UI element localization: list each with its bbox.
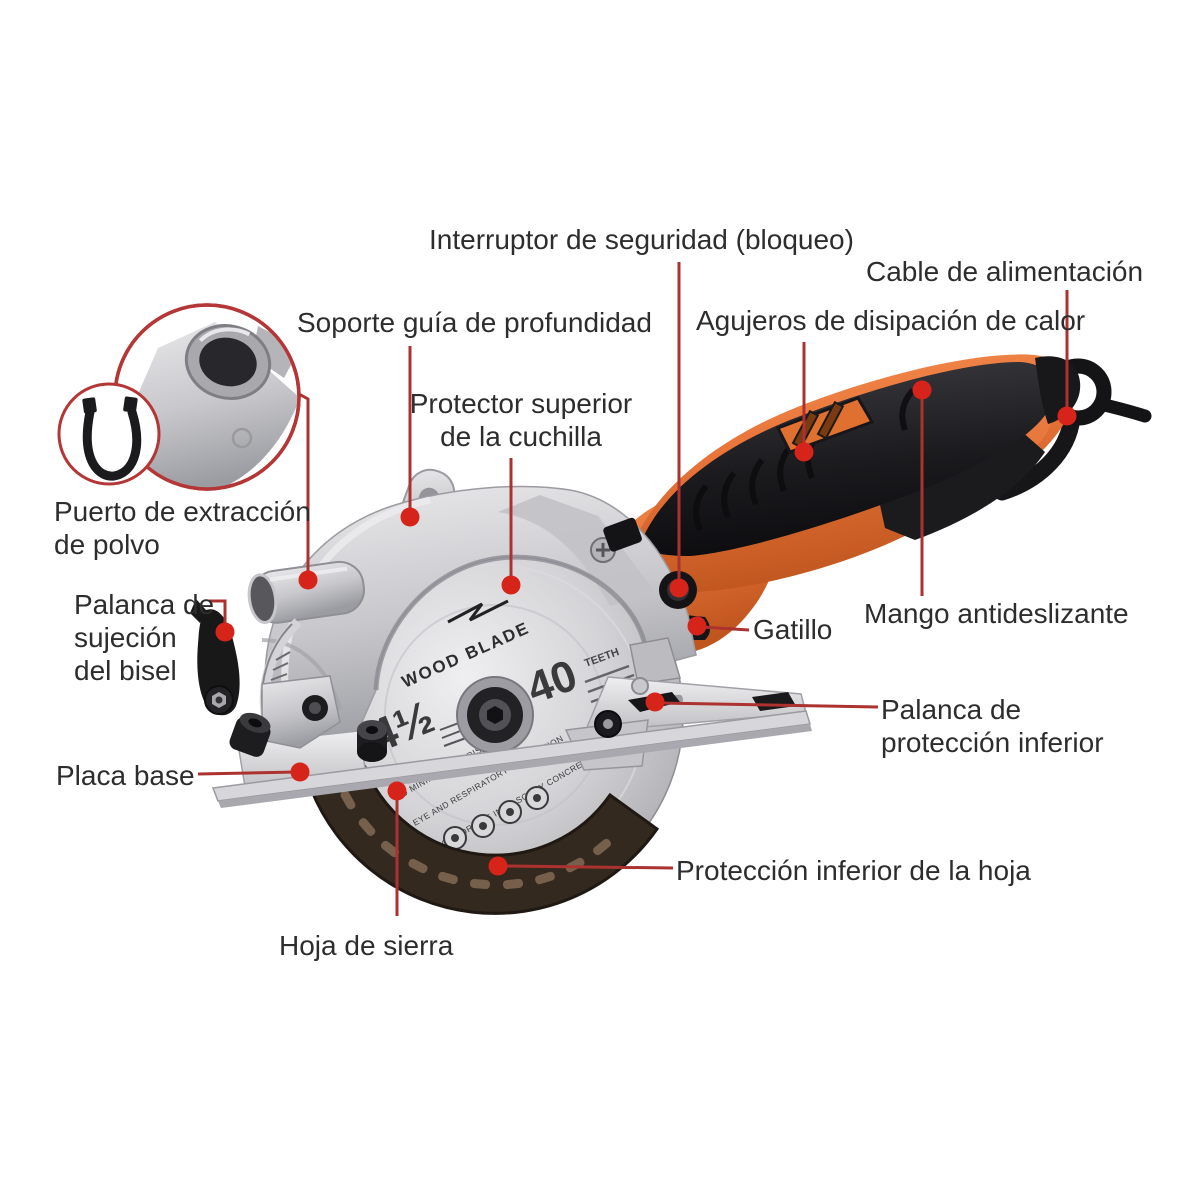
leader-proteccion-inferior	[502, 864, 674, 870]
blade-expansion-mark	[447, 599, 509, 624]
handle-rubber-top	[640, 362, 1055, 556]
leader-puerto	[298, 392, 310, 576]
label-dust-port: Puerto de extracción de polvo	[54, 496, 311, 561]
label-lower-guard: Protección inferior de la hoja	[676, 855, 1031, 886]
depth-lock-knob	[229, 712, 271, 757]
blade-arbor	[456, 676, 534, 754]
leader-gatillo	[701, 625, 750, 632]
label-upper-guard: Protector superior de la cuchilla	[409, 388, 633, 453]
leader-palanca-inferior	[659, 701, 879, 709]
leader-bisel	[209, 599, 227, 628]
dust-extraction-port	[247, 560, 365, 625]
label-power-cable: Cable de alimentación	[866, 256, 1144, 287]
label-heat-vents: Agujeros de disipación de calor	[696, 305, 1086, 336]
leader-placa	[197, 770, 298, 776]
label-bevel-lever: Palanca de sujeción del bisel	[74, 589, 215, 687]
blade-safety-pictograms	[443, 786, 549, 850]
label-base-plate: Placa base	[56, 760, 195, 791]
label-depth-guide: Soporte guía de profundidad	[297, 307, 652, 338]
label-grip: Mango antideslizante	[864, 598, 1129, 629]
leader-dots	[215, 380, 1077, 876]
lower-guard-notches	[340, 790, 611, 890]
plate-knob	[357, 720, 387, 762]
inset-flex-hose	[57, 382, 161, 486]
bevel-mechanism	[190, 599, 387, 762]
inset-dust-port-closeup	[113, 303, 301, 491]
label-blade: Hoja de sierra	[279, 930, 454, 961]
label-lower-guard-lever: Palanca de protección inferior	[881, 694, 1104, 759]
handle	[627, 354, 1081, 593]
guard-plate-bracket	[629, 637, 681, 685]
label-trigger: Gatillo	[753, 614, 833, 645]
label-safety-switch: Interruptor de seguridad (bloqueo)	[429, 224, 854, 255]
leader-lines	[197, 262, 1069, 916]
